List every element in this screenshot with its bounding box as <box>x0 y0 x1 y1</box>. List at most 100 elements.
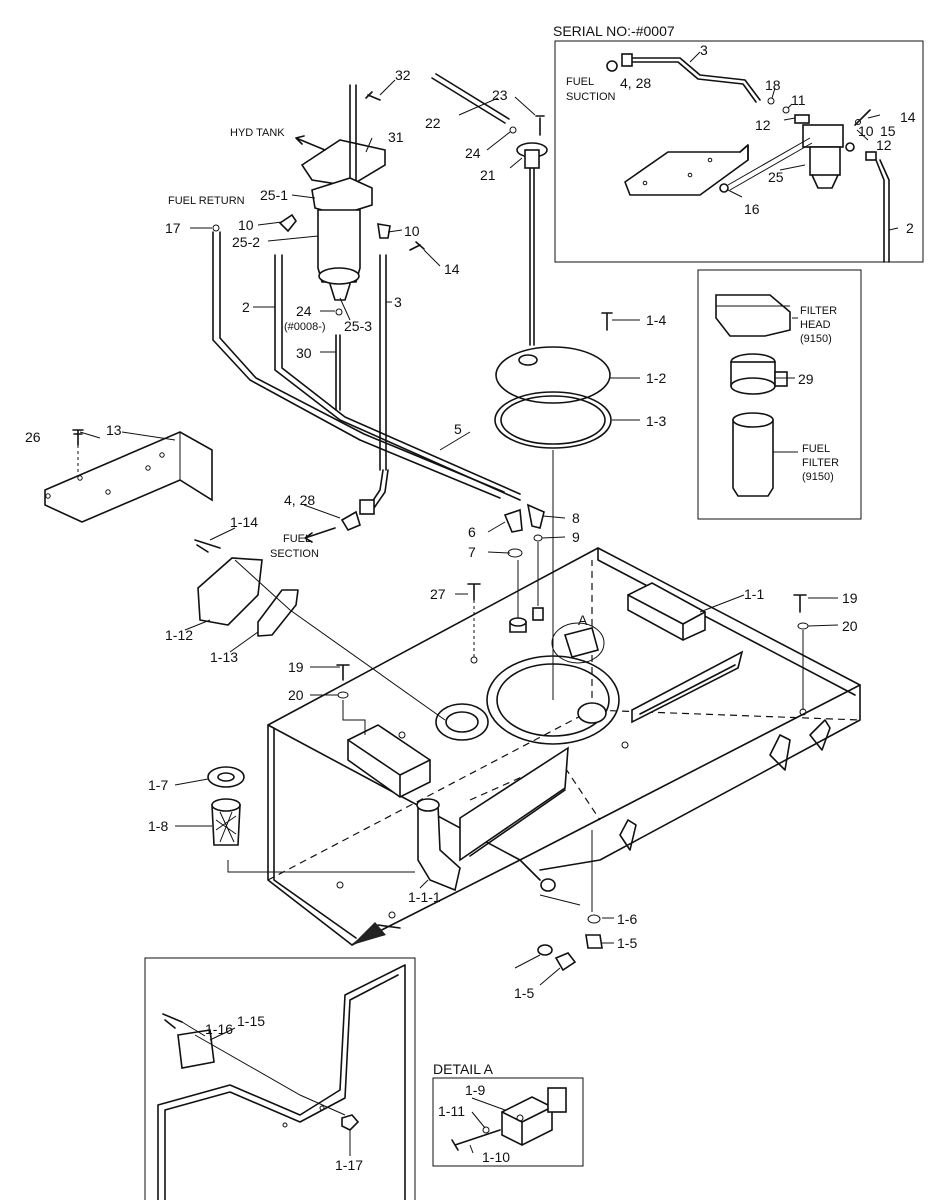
part-label: 5 <box>454 421 462 437</box>
part-label: 19 <box>842 590 858 606</box>
part-label: 1-5 <box>617 935 637 951</box>
part-label: 20 <box>288 687 304 703</box>
plug-1-5-right <box>585 934 603 949</box>
detail-a-plate <box>563 627 599 658</box>
part-label: 13 <box>106 422 122 438</box>
bolt-19-right <box>793 594 807 613</box>
part-label: HYD TANK <box>230 127 285 139</box>
tank-front <box>267 724 541 946</box>
part-label: 30 <box>296 345 312 361</box>
gasket-1-3 <box>494 391 612 449</box>
part-label: 29 <box>798 371 814 387</box>
part-label: 16 <box>744 201 760 217</box>
tank-rail-left <box>459 746 569 862</box>
seal-1-6 <box>587 914 601 924</box>
part-label: 1-1-1 <box>408 889 441 905</box>
part-label: 10 <box>238 217 254 233</box>
part-label: 3 <box>394 294 402 310</box>
tank-side <box>539 684 861 871</box>
part-label: 25-3 <box>344 318 372 334</box>
part-label: 6 <box>468 524 476 540</box>
hose-30 <box>335 334 341 411</box>
part-label: 1-4 <box>646 312 666 328</box>
filter-head <box>715 294 791 337</box>
part-label: 1-14 <box>230 514 258 530</box>
part-label: 10 <box>404 223 420 239</box>
part-label: 19 <box>288 659 304 675</box>
part-label: 9 <box>572 529 580 545</box>
bottom-inset-box <box>144 957 416 1200</box>
inset-bracket <box>624 144 749 196</box>
part-label: 1-5 <box>514 985 534 1001</box>
washer-20-right <box>797 622 809 630</box>
bolt-27 <box>467 583 481 601</box>
part-label: 20 <box>842 618 858 634</box>
gasket-1-13 <box>257 589 299 637</box>
part-label: 4, 28 <box>620 75 651 91</box>
part-label: 1-8 <box>148 818 168 834</box>
part-label: 12 <box>876 137 892 153</box>
part-label: 25-2 <box>232 234 260 250</box>
rod-22 <box>431 73 510 124</box>
hose-2 <box>274 254 521 501</box>
part-label: HEAD <box>800 319 831 331</box>
part-label: 1-9 <box>465 1082 485 1098</box>
part-label: 17 <box>165 220 181 236</box>
part-label: 1-1 <box>744 586 764 602</box>
fitting-4-28 <box>340 510 361 532</box>
fuel-filter-element <box>732 419 774 497</box>
block-left <box>347 724 431 798</box>
detail-a-block-1-9 <box>501 1096 553 1146</box>
fitting-10-right <box>377 223 391 239</box>
part-label: FUEL RETURN <box>168 195 245 207</box>
part-label: A <box>578 612 588 628</box>
part-label: 11 <box>791 92 806 108</box>
clip-17 <box>212 224 220 232</box>
part-label: DETAIL A <box>433 1061 494 1077</box>
part-label: FUEL <box>566 76 594 88</box>
detail-a-box <box>432 1077 584 1167</box>
bolt-1-14 <box>194 539 221 553</box>
washer-20-left <box>337 691 349 699</box>
detail-a-bolt-1-10 <box>451 1129 501 1151</box>
bolt-26 <box>72 429 84 446</box>
tank-rail-right <box>631 650 744 724</box>
part-label: 7 <box>468 544 476 560</box>
part-label: (#0008-) <box>284 321 326 333</box>
cap-1-7 <box>207 766 245 788</box>
fitting-10-left <box>278 213 297 233</box>
part-label: 2 <box>242 299 250 315</box>
part-label: 1-13 <box>210 649 238 665</box>
bracket-13 <box>44 431 213 523</box>
part-label: 1-12 <box>165 627 193 643</box>
filter-bowl-25-2 <box>317 209 361 283</box>
part-label: 1-3 <box>646 413 666 429</box>
part-label: 1-7 <box>148 777 168 793</box>
part-label: 21 <box>480 167 496 183</box>
part-label: 3 <box>700 42 708 58</box>
part-label: 1-17 <box>335 1157 363 1173</box>
plug-1-5-left <box>554 952 577 972</box>
part-label: 31 <box>388 129 404 145</box>
suction-pipe-1-1-1 <box>417 804 461 892</box>
part-label: 10 <box>858 123 874 139</box>
bolt-1-4 <box>601 312 613 331</box>
part-label: FUEL <box>802 443 830 455</box>
part-label: 25 <box>768 169 784 185</box>
fitting-6 <box>503 508 523 533</box>
part-label: 24 <box>296 303 312 319</box>
tank-top <box>267 547 861 861</box>
part-label: 1-11 <box>438 1103 465 1119</box>
part-label: 1-6 <box>617 911 637 927</box>
part-label: 23 <box>492 87 508 103</box>
fitting-8 <box>526 503 545 529</box>
part-label: (9150) <box>800 333 832 345</box>
part-label: (9150) <box>802 471 834 483</box>
part-label: 25-1 <box>260 187 288 203</box>
tank-wall-plate <box>157 964 406 1200</box>
plate-1-15 <box>177 1029 215 1069</box>
tank-breather <box>435 703 489 741</box>
cover-1-2 <box>495 346 611 404</box>
part-label: 15 <box>880 123 896 139</box>
part-label: 1-2 <box>646 370 666 386</box>
